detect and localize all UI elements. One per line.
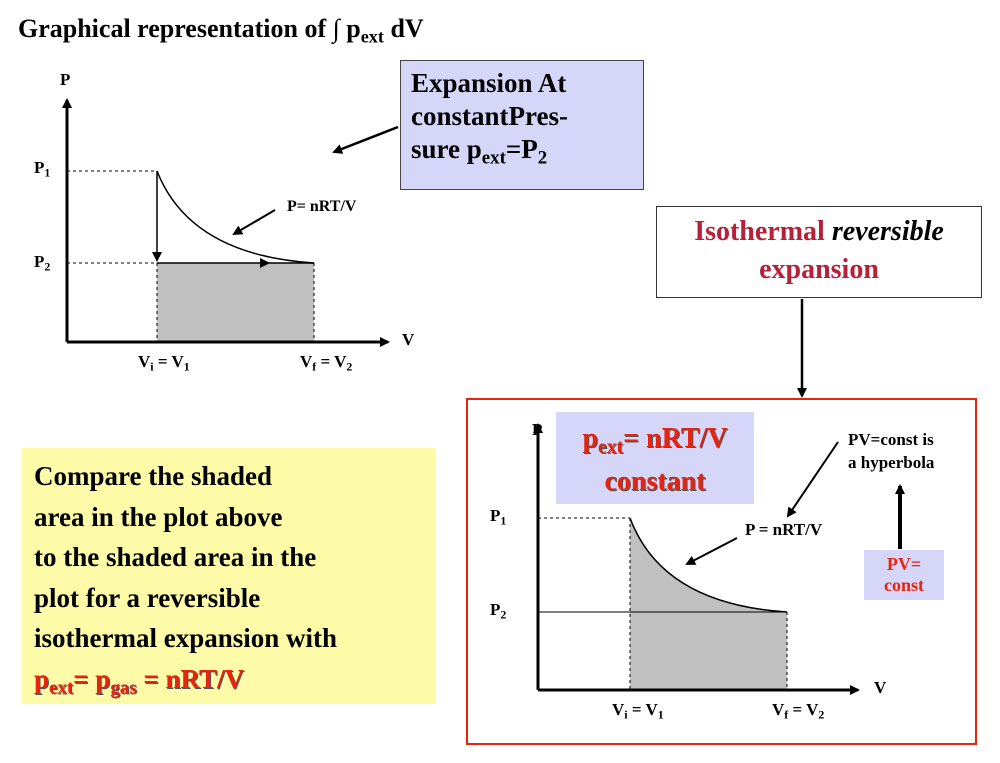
compare-box: Compare the shaded area in the plot abov… — [22, 448, 436, 704]
left-shaded-area — [157, 263, 314, 342]
compare-formula: pext= pgas = nRT/V — [34, 663, 245, 699]
left-p2-label: P2 — [34, 252, 51, 274]
right-curve-label: P = nRT/V — [745, 520, 823, 539]
left-vi-label: Vi = V1 — [138, 352, 190, 374]
left-plot — [62, 98, 399, 347]
isothermal-plot-frame — [466, 398, 977, 745]
page-title: Graphical representation of ∫ pext dV — [18, 14, 424, 47]
right-vi-label: Vi = V1 — [612, 700, 664, 722]
right-x-axis-label: V — [874, 678, 887, 697]
left-x-axis-label: V — [402, 330, 415, 349]
left-y-axis-label: P — [60, 70, 71, 89]
left-curve-label: P= nRT/V — [287, 198, 357, 215]
right-vf-label: Vf = V2 — [772, 700, 825, 722]
left-isotherm-curve — [156, 170, 315, 264]
right-y-axis-label: P — [532, 420, 543, 439]
pv-const-box: PV= const — [864, 550, 944, 600]
isothermal-box: Isothermal reversible expansion — [656, 206, 982, 298]
pext-box: pext= nRT/V constant — [556, 412, 754, 504]
left-vf-label: Vf = V2 — [300, 352, 353, 374]
right-p1-label: P1 — [490, 506, 507, 528]
left-p1-label: P1 — [34, 158, 51, 180]
right-shaded-area — [630, 518, 787, 690]
hyperbola-note: PV=const is a hyperbola — [848, 430, 935, 472]
right-p2-label: P2 — [490, 600, 507, 622]
right-plot — [533, 423, 905, 695]
expansion-box: Expansion At constantPres- sure pext=P2 — [400, 60, 644, 190]
right-isotherm-curve — [629, 517, 788, 613]
